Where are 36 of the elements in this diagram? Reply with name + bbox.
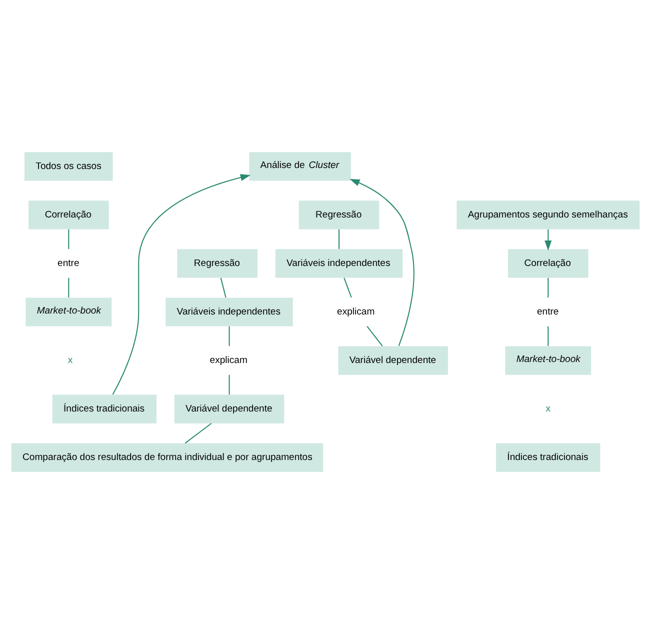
node-box: Regressão [298, 200, 380, 230]
node-box: Análise de Cluster [249, 152, 351, 181]
connector [220, 278, 226, 298]
node-box: Todos os casos [24, 152, 113, 181]
node-box: Variáveis independentes [275, 249, 403, 278]
arrow [112, 174, 250, 395]
node-box: Variável dependente [174, 394, 284, 424]
connector [366, 326, 383, 346]
node-box: Comparação dos resultados de forma individual e por agrupamentos [11, 443, 324, 472]
node-text: entre [537, 306, 559, 318]
node-text: entre [58, 258, 80, 269]
node-box: Regressão [177, 249, 258, 278]
connector [68, 278, 70, 298]
connector [548, 326, 549, 346]
arrow [350, 178, 414, 346]
node-box: Agrupamentos segundo semelhanças [456, 200, 640, 230]
connector [344, 278, 352, 298]
connector [184, 422, 212, 444]
node-text: explicam [337, 306, 375, 318]
node-box: Market-to-book [26, 298, 112, 326]
node-box: Índices tradicionais [496, 443, 600, 472]
connector [68, 229, 70, 249]
arrow [544, 229, 552, 251]
node-text: explicam [210, 354, 248, 366]
node-box: Correlação [28, 200, 109, 230]
label: x [68, 354, 73, 366]
connector [548, 278, 549, 298]
connector [228, 326, 230, 346]
node-box: Índices tradicionais [52, 394, 157, 424]
node-box: Correlação [508, 249, 588, 278]
node-box: Market-to-book [505, 346, 592, 375]
connector [228, 374, 230, 394]
connector [338, 229, 340, 249]
node-box: Variável dependente [338, 346, 448, 375]
label: x [546, 403, 551, 414]
node-box: Variáveis independentes [166, 298, 293, 326]
